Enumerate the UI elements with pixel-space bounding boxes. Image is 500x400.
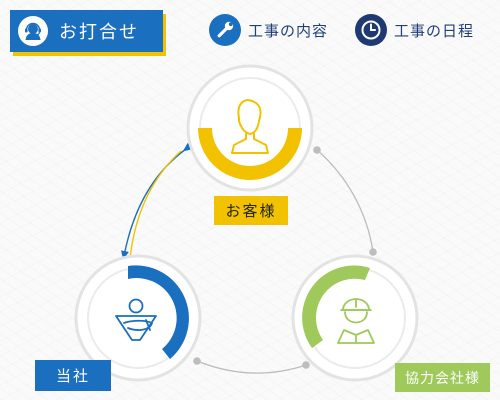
company-node [74,254,202,382]
tab-consultation[interactable]: お打合せ [10,10,163,52]
partner-label: 協力会社様 [395,363,490,392]
customer-node [186,64,314,192]
nav-work-content-label: 工事の内容 [248,21,329,40]
wrench-icon [209,14,241,46]
clock-icon [355,14,387,46]
connector-company-partner [193,357,310,374]
construction-worker-icon [337,298,375,344]
company-progress-arc [128,265,189,359]
nav-work-schedule[interactable]: 工事の日程 [355,14,474,46]
customer-label: お客様 [214,196,288,225]
tab-consultation-label: お打合せ [59,22,139,43]
consultation-headset-icon [18,16,48,46]
nav-work-schedule-label: 工事の日程 [394,21,475,40]
company-staff-icon [115,298,157,341]
customer-progress-arc [198,128,302,180]
partner-node [291,254,419,382]
customer-person-icon [231,99,269,154]
double-arrow-customer-company [121,142,193,260]
partner-progress-arc [302,265,370,348]
nav-work-content[interactable]: 工事の内容 [209,14,328,46]
company-label: 当社 [35,360,111,391]
connector-customer-partner [313,146,377,256]
